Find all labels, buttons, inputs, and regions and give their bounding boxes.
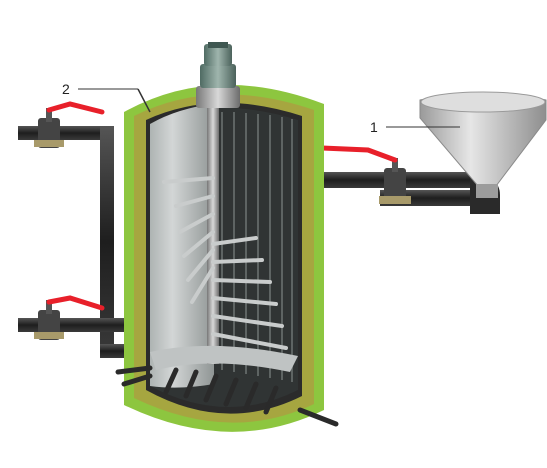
drive-motor bbox=[196, 42, 240, 108]
callout-1: 1 bbox=[370, 119, 460, 135]
upper-left-valve bbox=[34, 101, 105, 148]
drain-nozzles bbox=[115, 365, 339, 427]
agitator-blades bbox=[162, 176, 288, 350]
callout-2-label: 2 bbox=[62, 81, 70, 97]
feed-funnel bbox=[419, 91, 547, 198]
bottom-scraper bbox=[150, 345, 298, 372]
callout-1-label: 1 bbox=[370, 119, 378, 135]
vessel-interior bbox=[150, 104, 298, 408]
callout-2: 2 bbox=[62, 81, 151, 113]
feed-valve bbox=[319, 145, 411, 204]
lower-left-valve bbox=[34, 295, 105, 340]
